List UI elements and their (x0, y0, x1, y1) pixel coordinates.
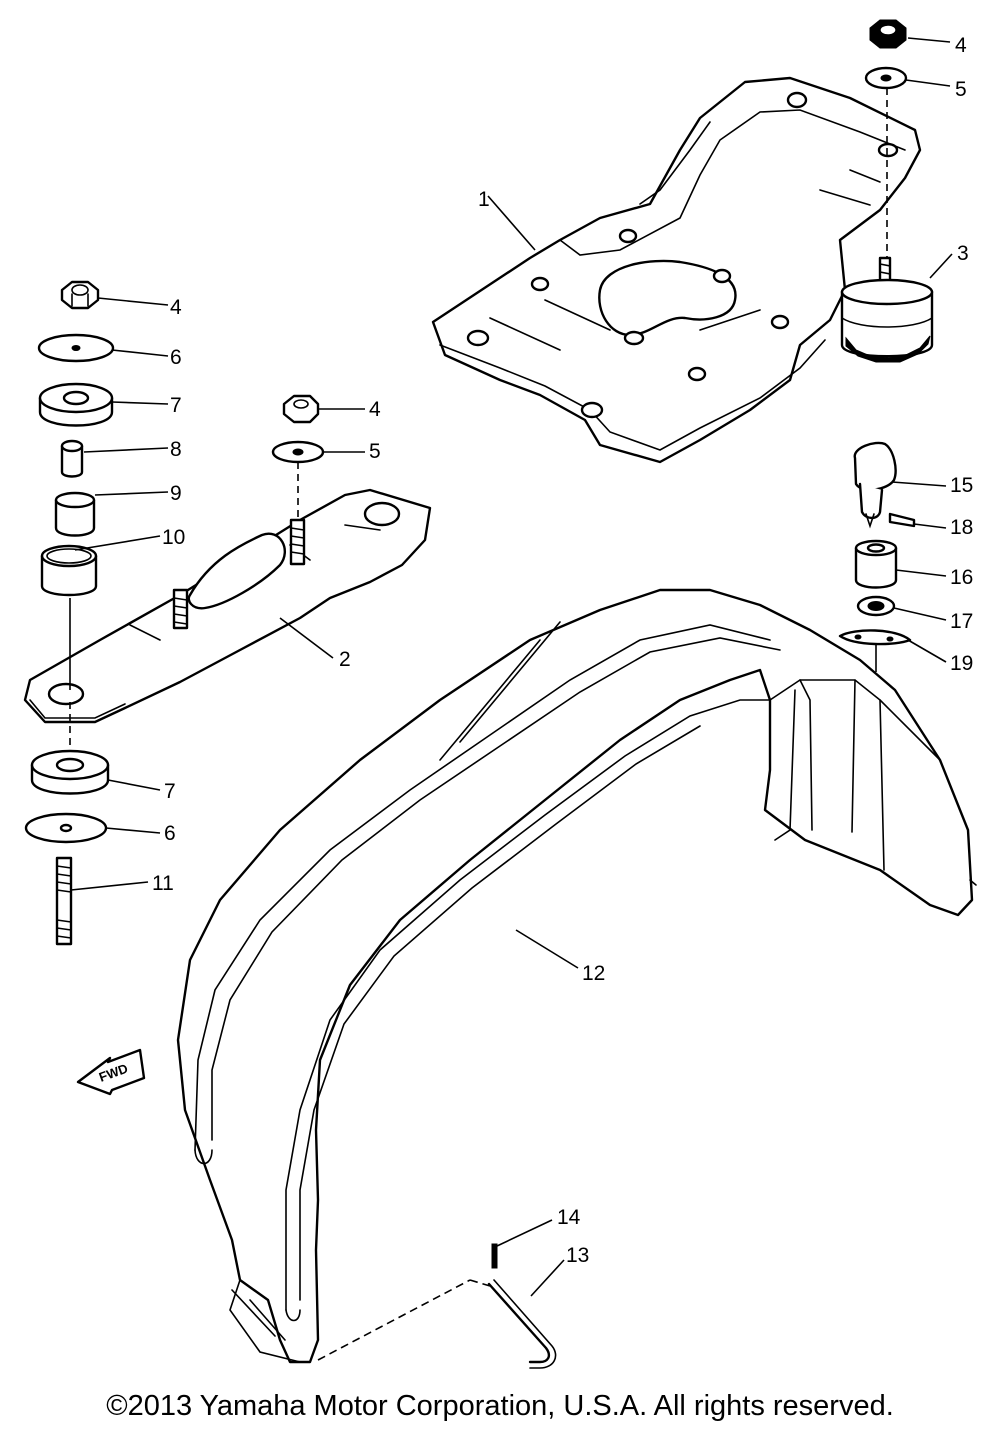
part-11-stud (55, 856, 73, 946)
part-2-stud-front (172, 588, 189, 630)
callout-10: 10 (162, 526, 185, 549)
leader-lines (69, 37, 953, 1361)
copyright-notice: ©2013 Yamaha Motor Corporation, U.S.A. A… (106, 1390, 894, 1422)
part-7-bushing-left-upper (38, 382, 114, 427)
part-5-washer-upper-right (864, 66, 908, 90)
part-1-bracket (431, 76, 922, 464)
part-10-sleeve (40, 544, 98, 597)
callout-13: 13 (566, 1244, 589, 1267)
callout-16: 16 (950, 566, 973, 589)
part-17-washer (856, 595, 896, 617)
part-3-rubber-mount (840, 256, 934, 363)
part-9-bushing (54, 491, 96, 537)
callout-12: 12 (582, 962, 605, 985)
part-7-bushing-left-lower (30, 749, 110, 795)
part-15-fastener-knob (853, 441, 897, 529)
part-2-bracket (23, 488, 432, 724)
callout-17: 17 (950, 610, 973, 633)
part-13-rod (487, 1279, 557, 1369)
callout-18: 18 (950, 516, 973, 539)
part-12-cover (176, 588, 977, 1364)
part-6-washer-left-upper (37, 333, 115, 363)
part-19-retainer-clip (838, 629, 912, 646)
part-6-washer-left-lower (24, 812, 108, 844)
callout-1: 1 (478, 188, 490, 211)
part-16-collar (854, 539, 898, 589)
part-5-washer-center (271, 440, 325, 464)
callout-2: 2 (339, 648, 351, 671)
callout-3: 3 (957, 242, 969, 265)
callout-7-left-lower: 7 (164, 780, 176, 803)
callout-9: 9 (170, 482, 182, 505)
part-2-stud-rear (289, 518, 306, 566)
callout-8: 8 (170, 438, 182, 461)
callout-14: 14 (557, 1206, 581, 1229)
callout-5-upper-right: 5 (955, 78, 967, 101)
part-4-nut-upper-right (869, 19, 907, 49)
callout-6-left-lower: 6 (164, 822, 176, 845)
callout-19: 19 (950, 652, 973, 675)
part-8-collar (60, 439, 84, 478)
parts-diagram: FWD 4 5 (23, 19, 977, 1369)
part-4-nut-center (282, 394, 320, 424)
callout-15: 15 (950, 474, 973, 497)
callout-labels: 4 5 1 3 4 6 7 8 9 10 4 5 2 7 6 11 12 14 … (152, 34, 973, 1267)
fwd-arrow-icon: FWD (76, 1048, 146, 1096)
callout-11: 11 (152, 872, 174, 895)
callout-4-upper-right: 4 (955, 34, 967, 57)
callout-7-left-upper: 7 (170, 394, 182, 417)
part-4-nut-left (60, 280, 100, 310)
part-18-pin (888, 512, 916, 528)
callout-5-center: 5 (369, 440, 381, 463)
part-14-clip (491, 1243, 498, 1269)
callout-4-left: 4 (170, 296, 182, 319)
callout-4-center: 4 (369, 398, 381, 421)
callout-6-left-upper: 6 (170, 346, 182, 369)
